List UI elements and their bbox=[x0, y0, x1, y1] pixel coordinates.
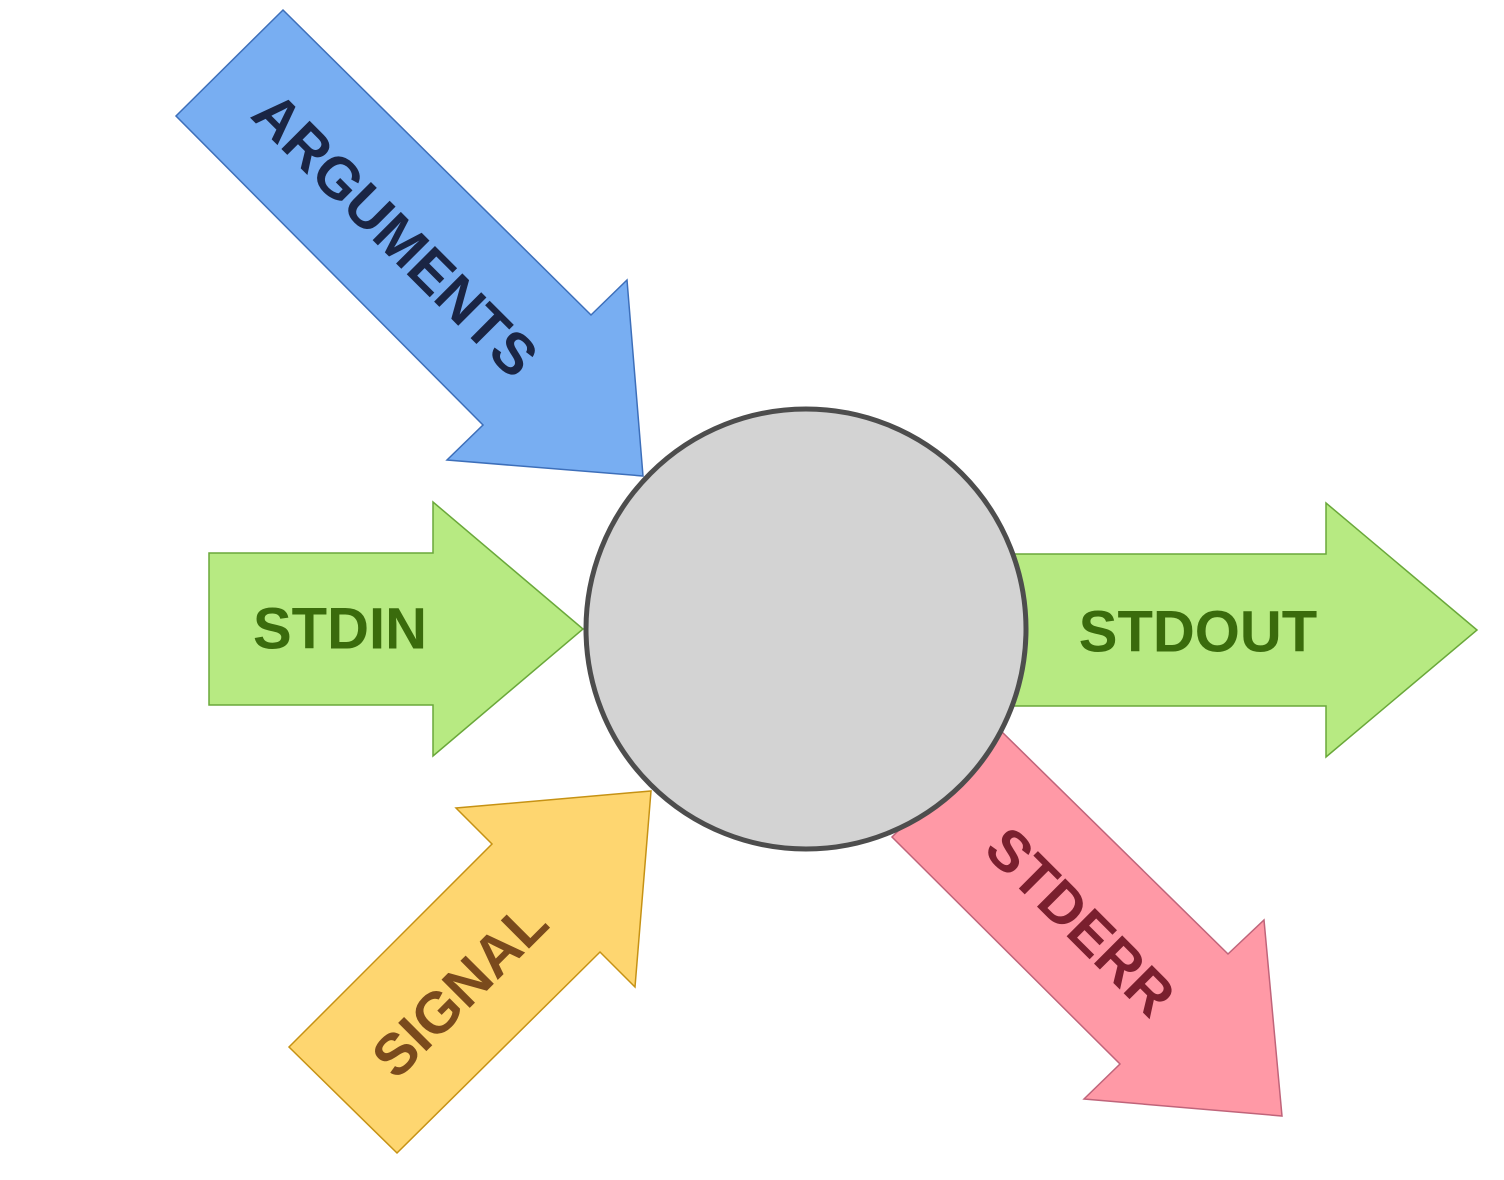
signal-arrow-shape bbox=[287, 790, 652, 1155]
arguments-arrow-shape bbox=[174, 8, 644, 477]
stdout-arrow-shape bbox=[999, 501, 1479, 759]
arguments-arrow: ARGUMENTS bbox=[174, 8, 644, 477]
signal-arrow: SIGNAL bbox=[287, 790, 652, 1155]
stdout-arrow: STDOUT bbox=[999, 501, 1479, 759]
stdin-arrow: STDIN bbox=[208, 500, 585, 758]
stdout-label: STDOUT bbox=[1079, 600, 1317, 665]
stdin-label: STDIN bbox=[253, 597, 427, 662]
stdin-arrow-shape bbox=[208, 500, 585, 758]
process-circle bbox=[583, 406, 1029, 852]
stderr-arrow-shape bbox=[890, 728, 1283, 1117]
